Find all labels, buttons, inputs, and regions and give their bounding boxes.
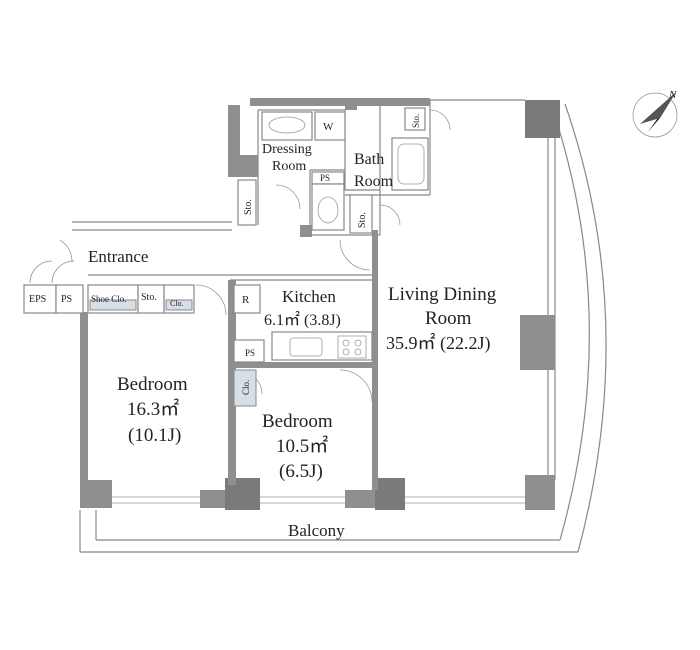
entrance-storage-row (23, 284, 195, 314)
north-arrow (632, 92, 678, 138)
washer-label: W (323, 121, 334, 133)
living-dining-label-line1: Living Dining (388, 284, 497, 305)
closet-label-bedroom2: Clo. (241, 380, 251, 395)
kitchen-fixtures (233, 284, 373, 407)
bedroom1-jo-label: (10.1J) (128, 425, 181, 446)
kitchen-area-label: 6.1㎡ (3.8J) (264, 311, 341, 329)
room-labels: Entrance Dressing Room Bath Room Kitchen… (88, 142, 497, 540)
storage-label-bath: Sto. (357, 212, 368, 228)
dressing-room-label-line2: Room (272, 159, 306, 174)
storage-label-entrance: Sto. (141, 292, 157, 303)
entrance-label: Entrance (88, 247, 148, 266)
bedroom2-label: Bedroom (262, 411, 333, 432)
dressing-room-label-line1: Dressing (262, 142, 312, 157)
kitchen-label: Kitchen (282, 287, 336, 306)
storage-label-dressing: Sto. (243, 199, 254, 215)
refrigerator-label: R (242, 294, 250, 306)
ps-label-kitchen: PS (245, 348, 255, 358)
living-dining-area-label: 35.9㎡ (22.2J) (386, 332, 491, 354)
bedroom2-area-label: 10.5㎡ (276, 434, 328, 457)
bath-room-label-line1: Bath (354, 151, 384, 168)
walls (80, 98, 560, 510)
north-label: N (668, 89, 677, 101)
storage-label-top: Sto. (411, 114, 421, 128)
dressing-fixtures (237, 107, 429, 234)
balcony-label: Balcony (288, 521, 345, 540)
bedroom1-label: Bedroom (117, 374, 188, 395)
fixture-labels: EPS PS Shoe Clo. Sto. Clo. W PS R PS Sto… (29, 89, 677, 395)
balcony-outline (79, 103, 607, 553)
bath-room-label-line2: Room (354, 173, 394, 190)
eps-label: EPS (29, 294, 46, 305)
living-dining-label-line2: Room (425, 308, 472, 329)
bedroom1-area-label: 16.3㎡ (127, 397, 179, 420)
closet-label-entrance: Clo. (170, 299, 184, 308)
bedroom2-jo-label: (6.5J) (279, 461, 323, 482)
ps-label-bath: PS (320, 173, 330, 183)
ps-label-entrance: PS (61, 294, 72, 305)
shoe-closet-label: Shoe Clo. (91, 294, 127, 304)
